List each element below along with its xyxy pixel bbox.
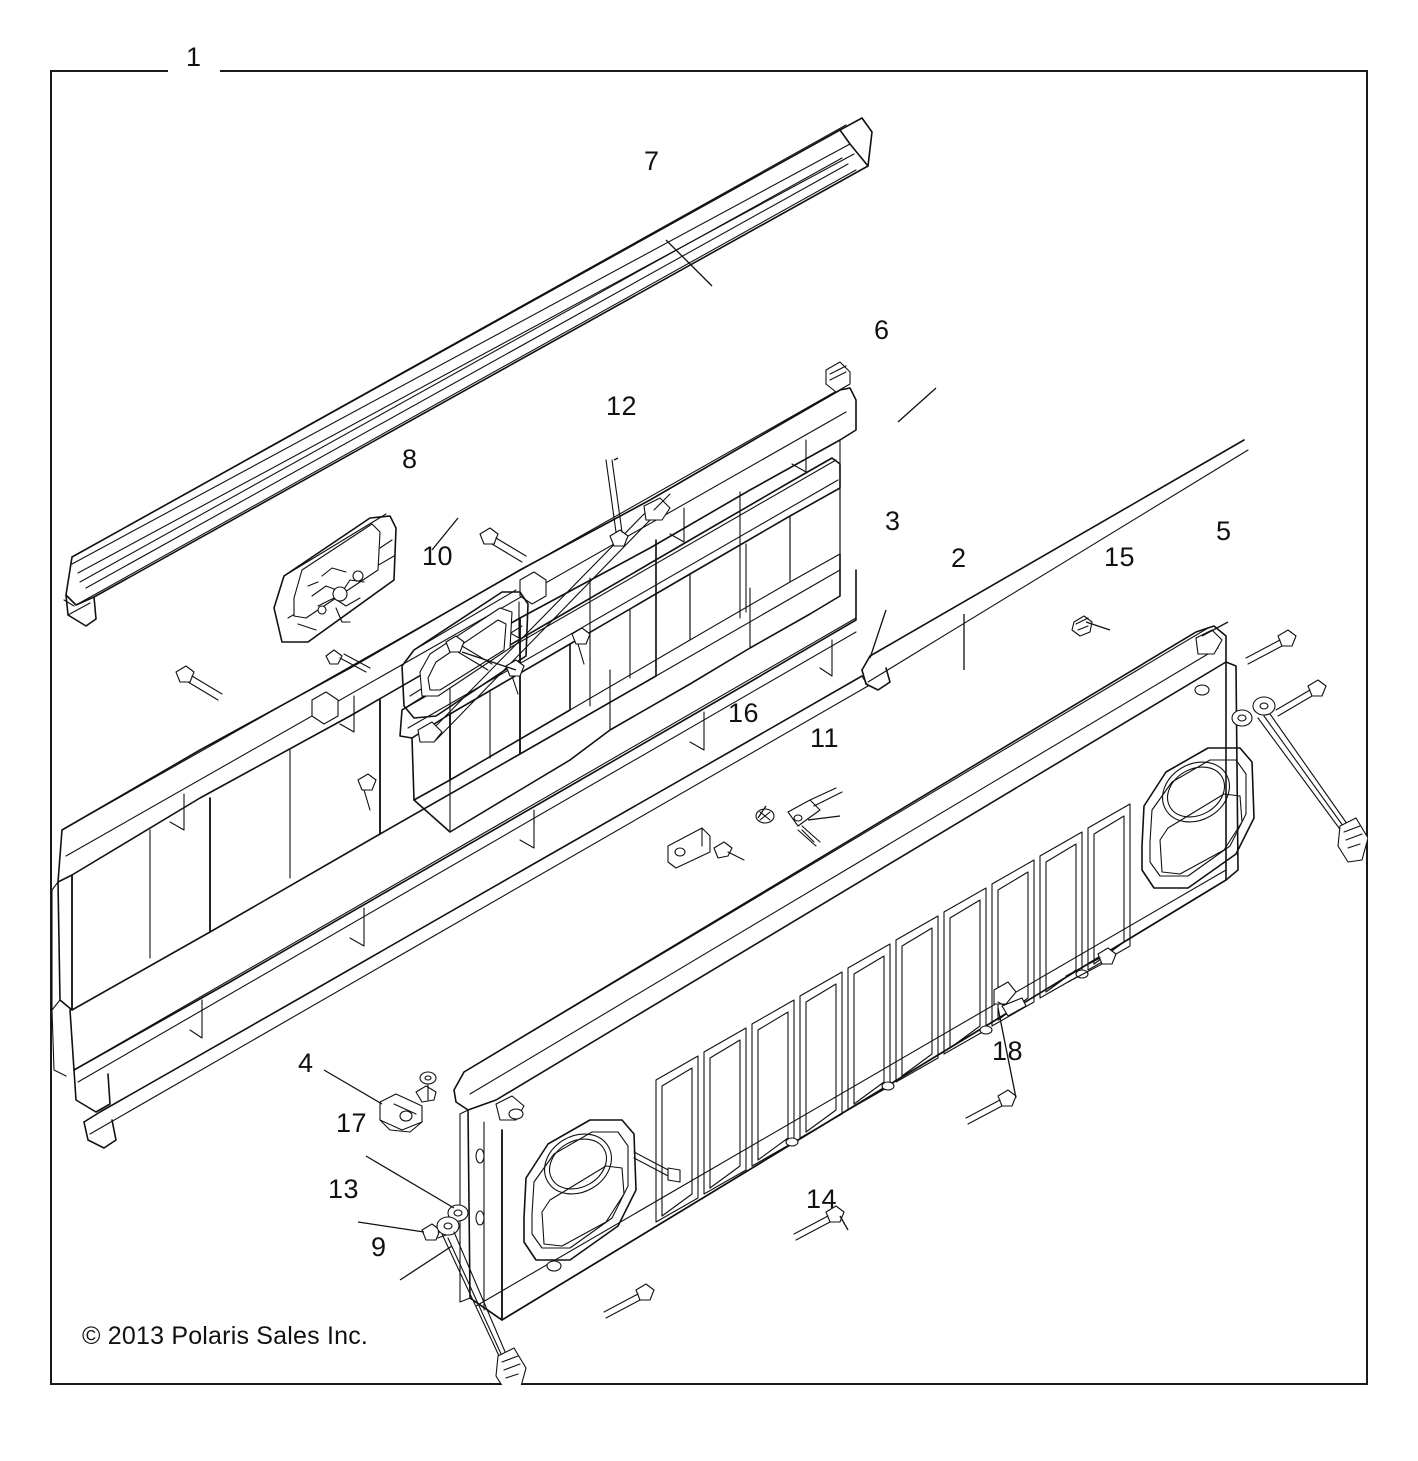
callout-5[interactable]: 5 — [1216, 516, 1232, 546]
fastener-g — [175, 665, 223, 701]
exploded-view-artwork — [50, 70, 1368, 1385]
callout-17[interactable]: 17 — [336, 1108, 368, 1138]
fastener-d — [603, 1283, 655, 1319]
fastener-latch — [325, 649, 371, 673]
striker-plate-installed — [667, 827, 745, 869]
part-8-latch-handle-assembly — [273, 513, 397, 673]
recess-right — [1141, 747, 1255, 889]
callout-3[interactable]: 3 — [885, 506, 901, 536]
part-10-handle-bezel — [401, 589, 529, 719]
part-5-outer-tailgate-panel — [453, 625, 1255, 1321]
fastener-k — [571, 627, 591, 665]
callout-11[interactable]: 11 — [810, 723, 840, 753]
callout-1[interactable]: 1 — [186, 42, 202, 72]
callout-7[interactable]: 7 — [644, 146, 660, 176]
callout-8[interactable]: 8 — [402, 444, 418, 474]
callout-9[interactable]: 9 — [371, 1232, 387, 1262]
callout-10[interactable]: 10 — [422, 541, 454, 571]
part-15-nut-clip — [1071, 615, 1093, 637]
loose-fasteners — [175, 459, 1117, 1319]
fastener-h — [445, 635, 493, 671]
panel-ribs — [655, 803, 1131, 1223]
part-9-support-cable — [436, 1216, 527, 1385]
part-7-upper-rail — [63, 117, 873, 627]
callout-15[interactable]: 15 — [1104, 542, 1136, 572]
part-4-washer — [419, 1071, 437, 1101]
fastener-a — [1065, 947, 1117, 983]
callout-1-border-gap — [168, 62, 220, 80]
right-cable-assembly — [1231, 629, 1368, 863]
part-4-lower-hinge-bracket — [379, 1071, 437, 1133]
fastener-e — [605, 459, 629, 547]
callout-2[interactable]: 2 — [951, 543, 967, 573]
fastener-j — [357, 773, 377, 811]
installed-pin — [633, 1151, 681, 1183]
callout-18[interactable]: 18 — [992, 1036, 1024, 1066]
fastener-right-lower — [1275, 679, 1327, 717]
callout-16[interactable]: 16 — [728, 698, 760, 728]
part-3-upper-cap-rail — [861, 439, 1249, 691]
callout-6[interactable]: 6 — [874, 315, 890, 345]
callout-14[interactable]: 14 — [806, 1184, 838, 1214]
part-17-cable-anchor — [447, 1204, 469, 1222]
callout-13[interactable]: 13 — [328, 1174, 360, 1204]
part-18-push-rivet — [993, 981, 1027, 1017]
fastener-c — [793, 1205, 845, 1241]
fastener-i — [505, 659, 525, 695]
fastener-f — [479, 527, 527, 563]
callout-12[interactable]: 12 — [606, 391, 638, 421]
diagram-border — [50, 70, 1368, 1385]
copyright-notice: © 2013 Polaris Sales Inc. — [82, 1322, 369, 1350]
leader-lines — [323, 239, 1229, 1281]
fastener-b — [965, 1089, 1017, 1125]
recess-left — [523, 1119, 637, 1261]
part-11-striker-bracket — [787, 787, 843, 847]
part-6-inner-gate-leaf — [399, 361, 851, 833]
fastener-right-upper — [1245, 629, 1297, 665]
part-16-striker-washer — [755, 808, 775, 824]
part-2-inner-tailgate-structure — [51, 387, 869, 1149]
callout-4[interactable]: 4 — [298, 1048, 314, 1078]
